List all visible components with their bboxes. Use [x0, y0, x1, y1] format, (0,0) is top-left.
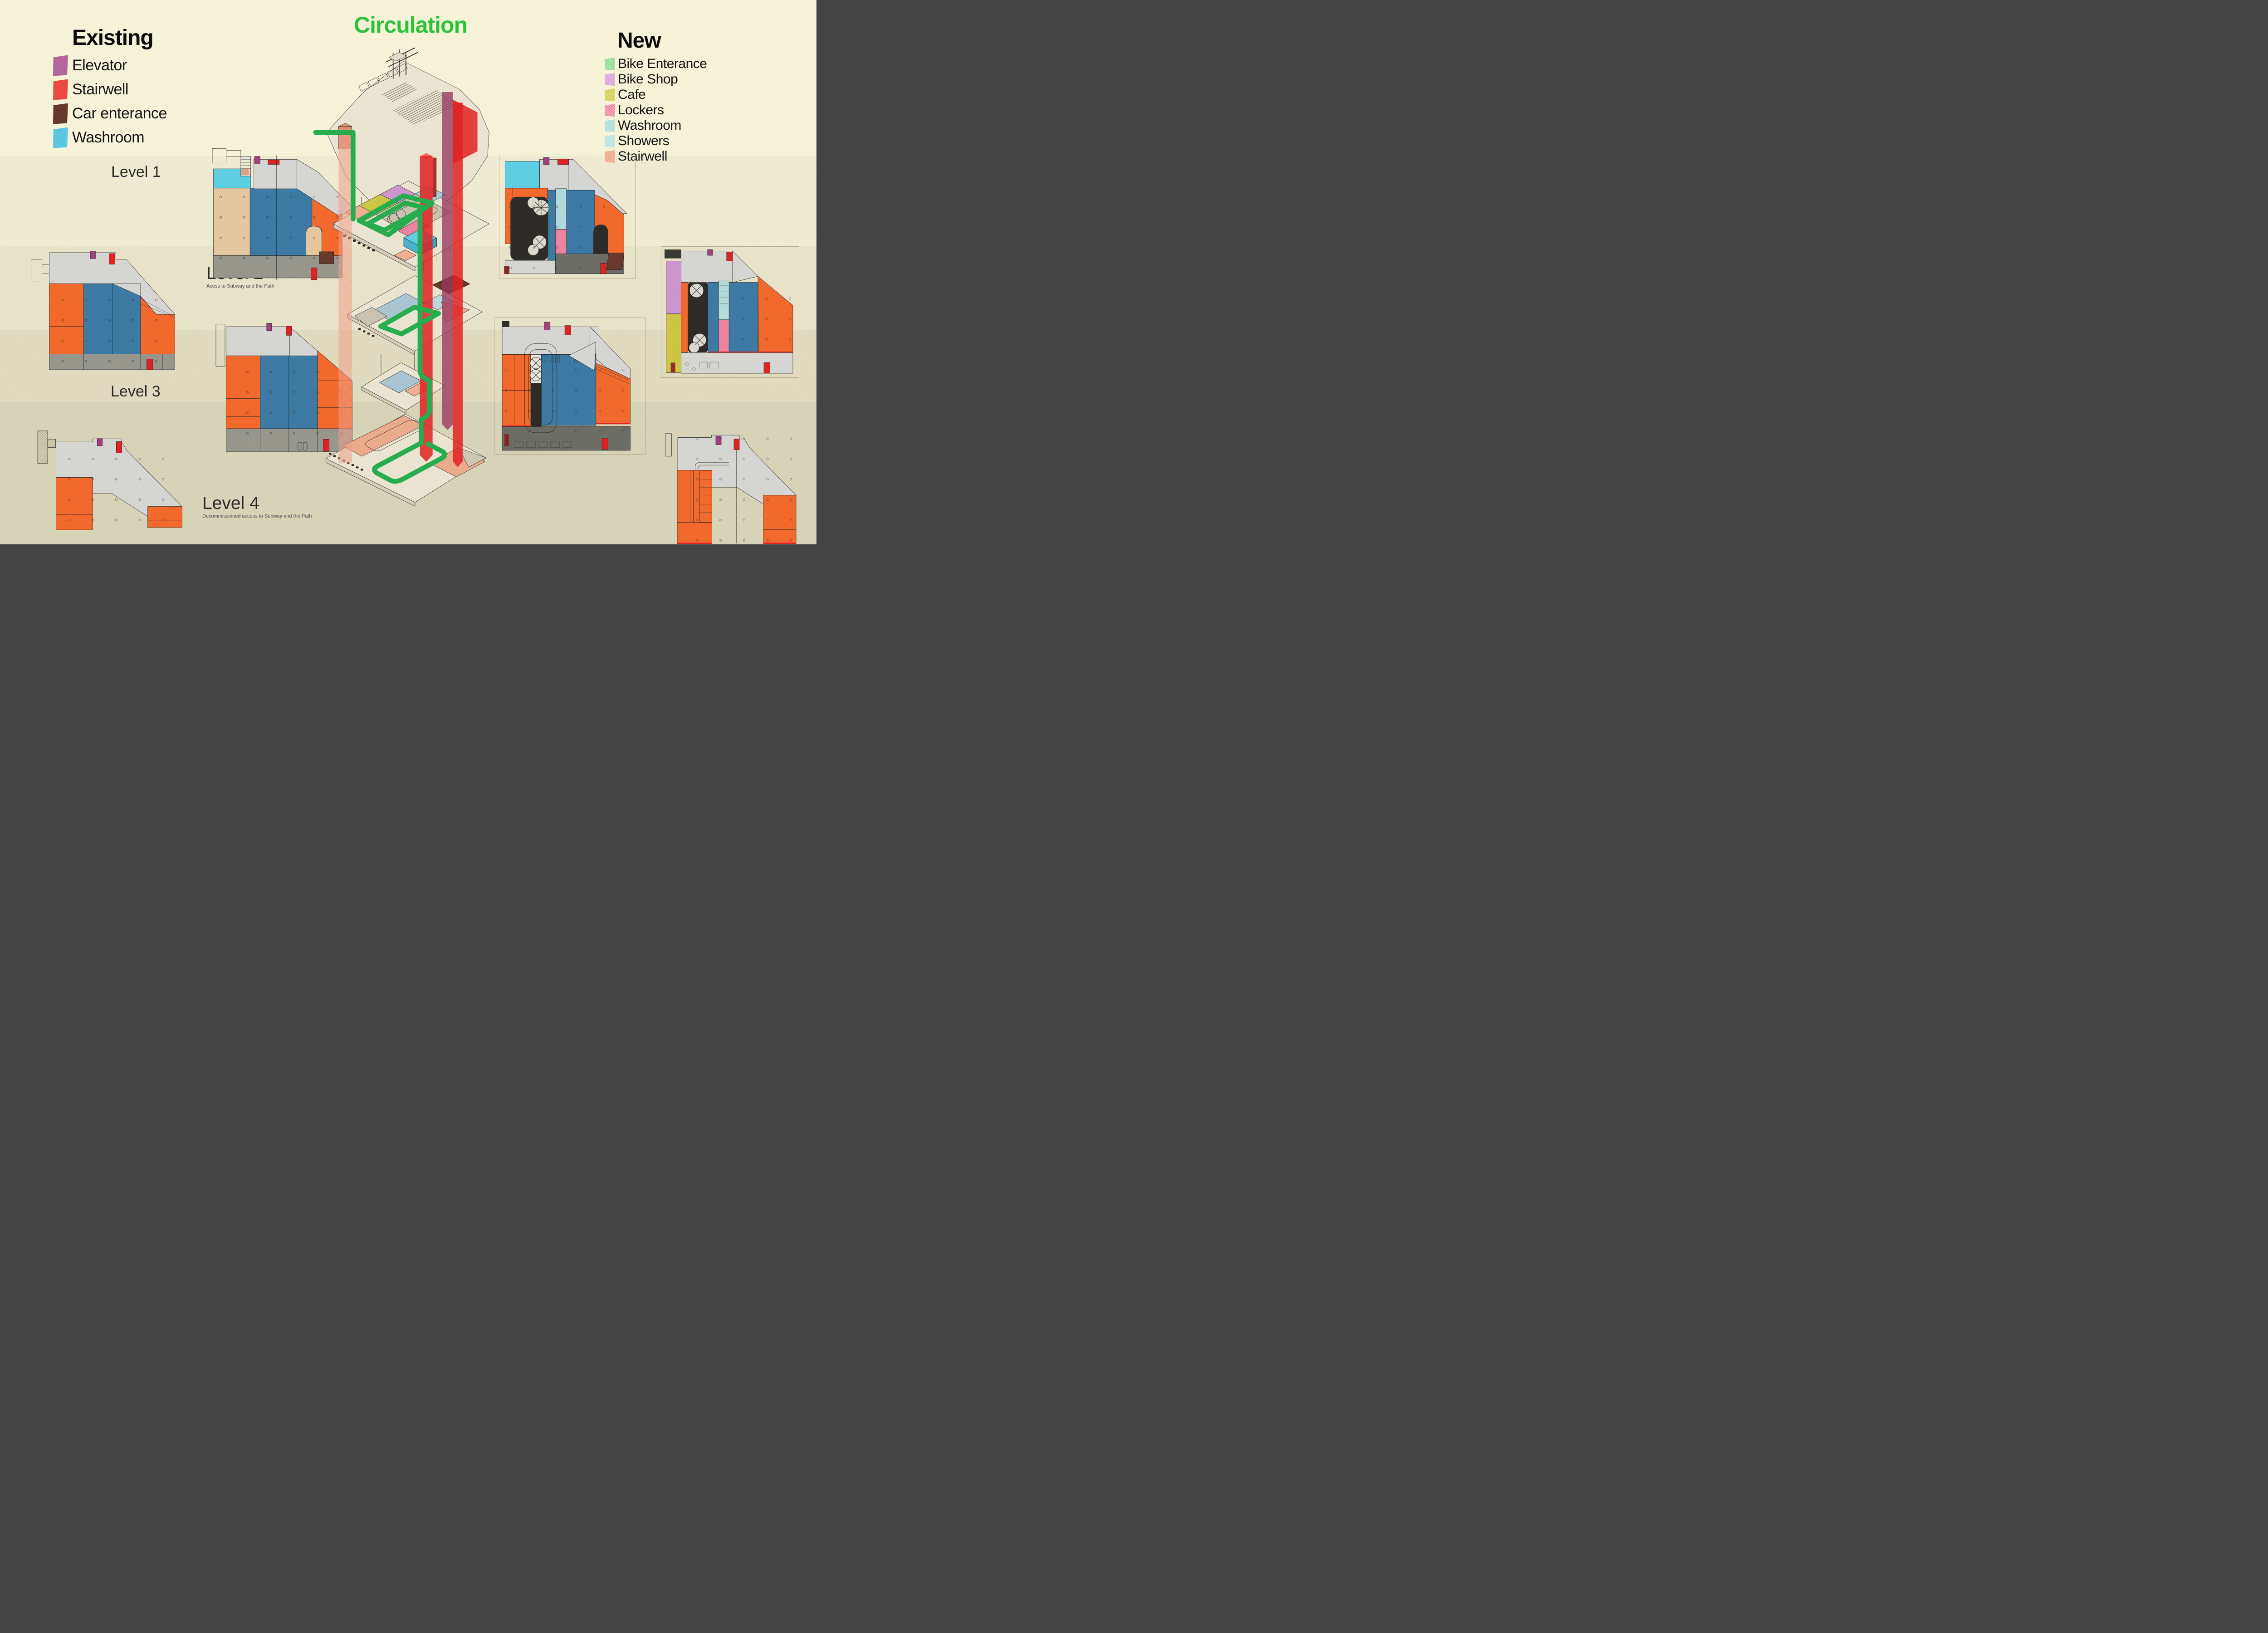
legend-item: Elevator: [53, 54, 167, 78]
circulation-path: [313, 130, 447, 484]
elevator-swatch-icon: [53, 55, 68, 76]
legend-existing: Existing Elevator Stairwell Car enteranc…: [53, 27, 167, 150]
existing-stairwell-band-salmon: [338, 128, 352, 463]
floor-plan-level3-new: [498, 321, 641, 451]
legend-item: Bike Enterance: [605, 56, 707, 72]
stairwell-marker: [763, 362, 770, 373]
stairwell-marker: [268, 160, 280, 165]
floor-plan-level4-new: [665, 430, 797, 544]
exploded-axonometric: [308, 44, 517, 508]
legend-item: Lockers: [605, 103, 707, 118]
stairwell-marker: [557, 158, 569, 165]
legend-item-label: Bike Enterance: [618, 56, 707, 71]
bike-enterance-swatch-icon: [605, 58, 615, 70]
floor-plan-level4-existing: [37, 430, 183, 531]
legend-item: Bike Shop: [605, 72, 707, 87]
car-enterance-swatch-icon: [53, 103, 68, 124]
washroom-swatch-icon: [53, 127, 68, 148]
legend-item: Stairwell: [53, 78, 167, 102]
decommissioned-structure: [37, 430, 56, 464]
level-1-label: Level 1: [111, 163, 161, 181]
elevator-marker: [254, 156, 260, 164]
legend-item-label: Stairwell: [618, 149, 667, 164]
legend-item-label: Cafe: [618, 87, 646, 102]
legend-item-label: Washroom: [72, 129, 145, 146]
legend-item-label: Showers: [618, 133, 670, 148]
stairwell-new-swatch-icon: [605, 150, 615, 163]
elevator-marker: [543, 157, 550, 165]
floor-plan-level2-new: [665, 249, 795, 374]
legend-new: New Bike Enterance Bike Shop Cafe Locker…: [605, 30, 707, 164]
stairwell-swatch-icon: [53, 79, 68, 100]
legend-new-title: New: [617, 29, 661, 53]
legend-item: Car enterance: [53, 102, 167, 126]
elevator-marker: [266, 323, 272, 331]
legend-existing-title: Existing: [72, 26, 154, 50]
legend-item-label: Stairwell: [72, 81, 128, 98]
legend-item: Showers: [605, 133, 707, 149]
floor-plan-level1-new: [502, 157, 631, 274]
level-4-label: Level 4 Decommissioned access to Subway …: [202, 494, 312, 519]
elevator-marker: [707, 249, 713, 256]
plan-frame: [499, 155, 636, 279]
stairwell-marker: [564, 325, 571, 335]
plan-frame: [494, 318, 645, 455]
legend-item-label: Bike Shop: [618, 72, 678, 87]
legend-item: Stairwell: [605, 149, 707, 164]
lockers-swatch-icon: [605, 104, 615, 117]
stairwell-band-right: [452, 99, 478, 468]
loading-dock-outline: [31, 259, 42, 282]
floor-plan-level3-existing: [215, 323, 352, 452]
elevator-marker: [90, 251, 96, 259]
plan-frame: [661, 246, 799, 378]
legend-item: Washroom: [605, 118, 707, 133]
legend-item-label: Car enterance: [72, 105, 167, 122]
legend-item-label: Lockers: [618, 103, 664, 117]
stairwell-marker: [286, 326, 292, 336]
elevator-marker: [544, 322, 551, 330]
floor-plan-level2-existing: [31, 251, 177, 370]
circulation-diagram: Circulation Existing Elevator Stairwell …: [0, 0, 816, 544]
level-3-label: Level 3: [111, 383, 161, 400]
stairwell-marker: [109, 253, 115, 264]
legend-item-label: Elevator: [72, 57, 127, 74]
elevator-band: [442, 92, 453, 430]
showers-swatch-icon: [605, 135, 615, 147]
legend-item-label: Washroom: [618, 118, 681, 133]
axon-level3-slab: [361, 362, 446, 414]
stairwell-marker: [726, 251, 733, 261]
bike-shop-swatch-icon: [605, 73, 615, 86]
cafe-swatch-icon: [605, 88, 615, 101]
page-title: Circulation: [354, 12, 468, 38]
floor-plan-level1-existing: [212, 148, 363, 280]
legend-item: Washroom: [53, 126, 167, 150]
legend-item: Cafe: [605, 87, 707, 103]
washroom-new-swatch-icon: [605, 119, 615, 132]
